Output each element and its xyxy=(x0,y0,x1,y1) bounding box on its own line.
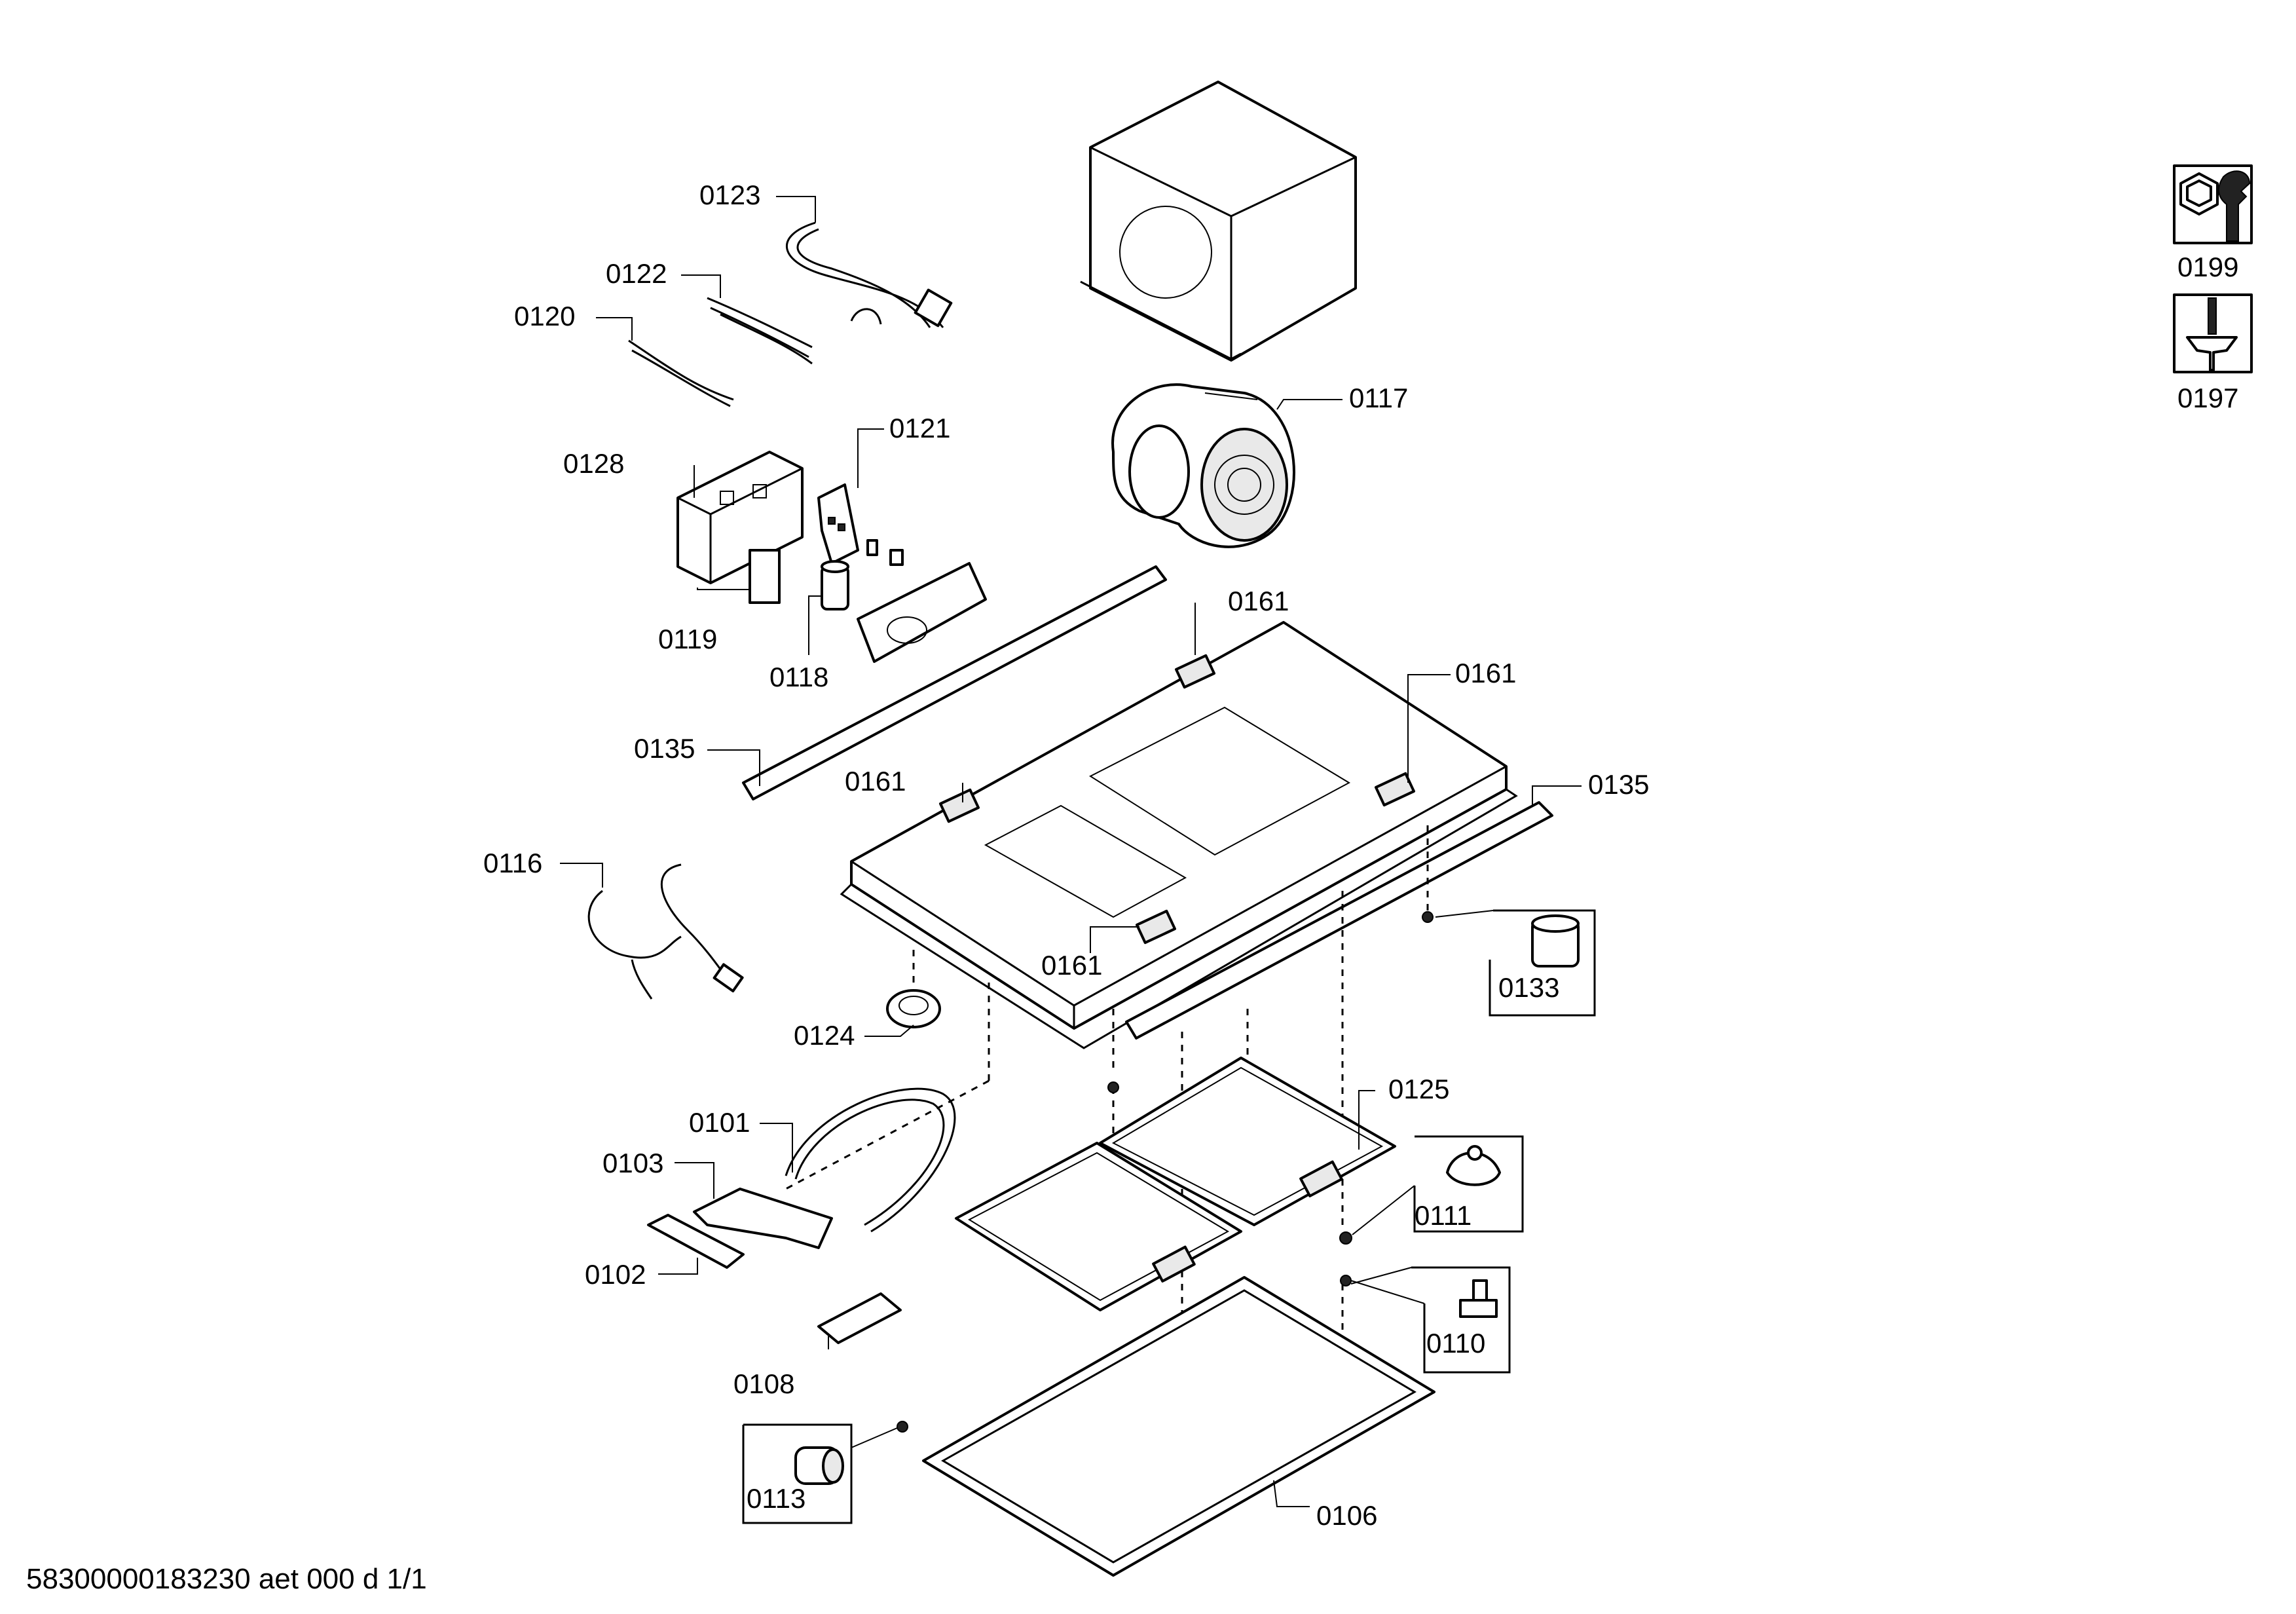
leader-lines xyxy=(560,196,1582,1507)
lamp-lens-0102 xyxy=(647,1214,745,1269)
label-0120: 0120 xyxy=(514,301,575,331)
wire-harness-0122 xyxy=(707,297,813,365)
relay-board xyxy=(817,483,904,566)
drawing-reference-footer: 58300000183230 aet 000 d 1/1 xyxy=(26,1563,427,1595)
label-0123: 0123 xyxy=(699,179,760,210)
switch-0119 xyxy=(749,549,781,604)
control-panel-plate xyxy=(857,562,987,663)
label-0161-left: 0161 xyxy=(845,766,906,797)
label-0135-right: 0135 xyxy=(1588,769,1649,800)
wire-harness-0116 xyxy=(587,863,744,1000)
label-0199: 0199 xyxy=(2177,252,2238,282)
label-0161-top: 0161 xyxy=(1228,586,1289,616)
screws xyxy=(897,911,1434,1433)
blower-housing-box xyxy=(1080,81,1357,362)
label-0122: 0122 xyxy=(606,258,667,289)
label-0119: 0119 xyxy=(658,624,717,654)
label-0161-front: 0161 xyxy=(1041,950,1102,981)
label-0117: 0117 xyxy=(1349,383,1408,413)
trim-strip-left xyxy=(742,565,1167,800)
label-0116: 0116 xyxy=(483,848,542,878)
lamp-holder-0103 xyxy=(693,1188,833,1249)
wire-0120 xyxy=(628,339,734,407)
label-0113: 0113 xyxy=(747,1483,805,1514)
capacitor-0118 xyxy=(821,560,849,610)
detail-box-0133 xyxy=(1435,909,1596,1017)
label-0125: 0125 xyxy=(1388,1074,1449,1104)
label-0106: 0106 xyxy=(1316,1500,1377,1531)
screw-screwdriver-icon xyxy=(2173,293,2253,373)
bottom-frame xyxy=(922,1276,1435,1577)
label-0135-left: 0135 xyxy=(634,733,695,764)
label-0121: 0121 xyxy=(889,413,950,443)
trim-strip-right xyxy=(1125,801,1553,1040)
label-0111: 0111 xyxy=(1415,1200,1472,1231)
power-cord xyxy=(786,221,953,328)
label-0103: 0103 xyxy=(602,1148,663,1178)
fan-motor xyxy=(1111,383,1295,548)
nut-wrench-icon xyxy=(2173,164,2253,244)
label-0128: 0128 xyxy=(563,448,624,479)
label-0124: 0124 xyxy=(794,1020,855,1051)
label-0110: 0110 xyxy=(1426,1328,1485,1359)
lamp-0124 xyxy=(886,989,941,1028)
canopy-body xyxy=(840,621,1518,1049)
label-0161-right: 0161 xyxy=(1455,658,1516,688)
detail-box-0110 xyxy=(1350,1266,1511,1374)
control-housing xyxy=(676,451,804,584)
label-0118: 0118 xyxy=(769,662,828,692)
connector-plate-0108 xyxy=(817,1292,902,1344)
part-labels: 0123 0122 0120 0121 0128 0119 0118 0117 … xyxy=(483,179,2238,1531)
label-0101: 0101 xyxy=(689,1107,750,1138)
grease-filters xyxy=(955,1057,1396,1311)
label-0197: 0197 xyxy=(2177,383,2238,413)
label-0102: 0102 xyxy=(585,1259,646,1290)
label-0108: 0108 xyxy=(733,1368,794,1399)
lamp-cable-0101 xyxy=(785,1087,956,1233)
detail-box-0113 xyxy=(742,1423,898,1524)
label-0133: 0133 xyxy=(1498,972,1559,1003)
detail-box-0111 xyxy=(1352,1135,1524,1235)
